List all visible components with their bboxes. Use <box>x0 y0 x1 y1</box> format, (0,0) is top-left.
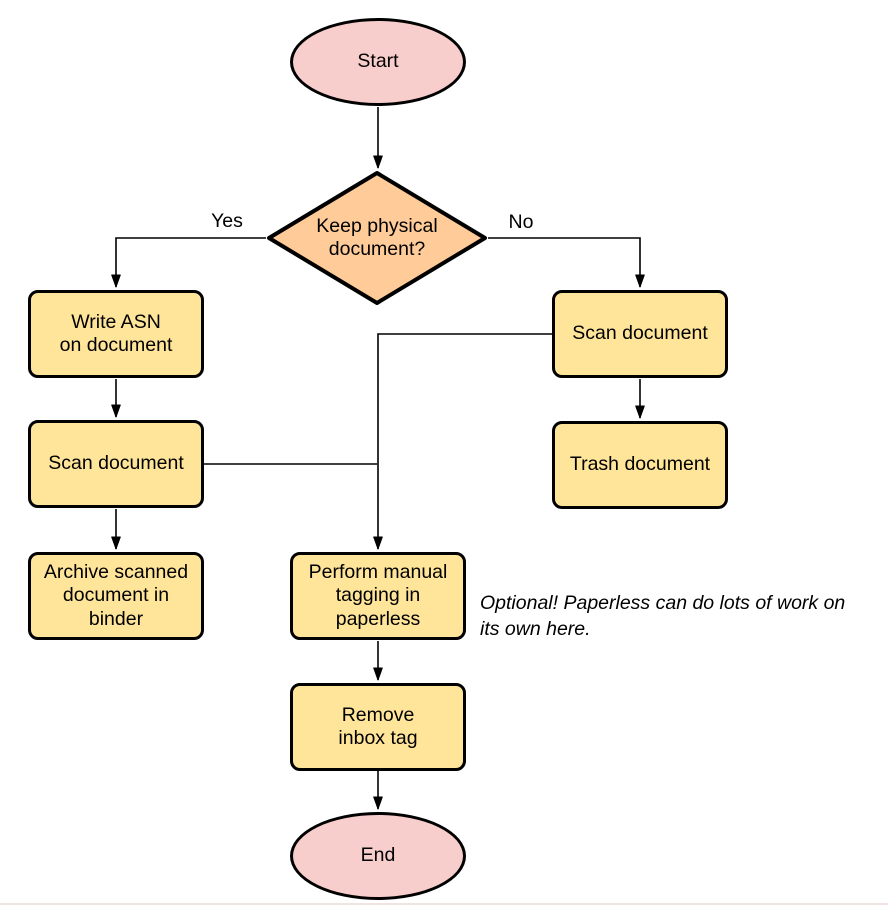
node-label-line: tagging in <box>335 584 421 607</box>
node-label-line: document? <box>328 238 426 260</box>
bottom-divider <box>0 903 888 905</box>
start-node-label: Start <box>357 50 398 74</box>
end-node: End <box>290 812 466 900</box>
node-label-line: Scan document <box>48 452 184 475</box>
process-perform-manual-tagging-label: Perform manual tagging in paperless <box>309 561 448 632</box>
node-label-line: Remove <box>341 703 415 726</box>
process-remove-inbox-tag: Remove inbox tag <box>290 683 466 771</box>
decision-keep-physical-document: Keep physical document? <box>266 170 488 306</box>
process-scan-document-left-label: Scan document <box>48 452 184 476</box>
edge-label-yes: Yes <box>211 210 243 232</box>
edge-scan-right-to-perform-tagging <box>373 333 552 550</box>
process-scan-document-right: Scan document <box>552 290 728 378</box>
edge-decision-no-to-scan-right <box>488 237 645 288</box>
optional-note: Optional! Paperless can do lots of work … <box>480 590 888 642</box>
process-perform-manual-tagging: Perform manual tagging in paperless <box>290 552 466 640</box>
node-label-line: on document <box>59 334 173 356</box>
diamond-polygon <box>267 171 487 305</box>
node-label-line: document in <box>62 584 170 607</box>
process-write-asn-label: Write ASN on document <box>60 311 173 358</box>
edge-decision-yes-to-write-asn <box>111 237 266 288</box>
note-line: Optional! Paperless can do lots of work … <box>480 592 846 614</box>
process-scan-document-left: Scan document <box>28 420 204 508</box>
process-scan-document-right-label: Scan document <box>572 322 708 346</box>
process-archive-in-binder: Archive scanned document in binder <box>28 552 204 640</box>
node-label-line: Start <box>357 50 399 73</box>
edge-label-no: No <box>508 211 534 233</box>
decision-label: Keep physical document? <box>316 215 437 262</box>
process-trash-document-label: Trash document <box>570 453 710 477</box>
process-trash-document: Trash document <box>552 421 728 509</box>
diamond-shape <box>267 171 487 305</box>
node-label-line: Archive scanned <box>43 560 189 583</box>
node-label-line: paperless <box>335 607 421 630</box>
node-label-line: binder <box>88 607 144 630</box>
end-node-label: End <box>361 844 396 868</box>
process-archive-in-binder-label: Archive scanned document in binder <box>44 561 188 632</box>
node-label-line: inbox tag <box>338 727 418 749</box>
node-label-line: End <box>360 844 396 867</box>
node-label-line: Write ASN <box>71 310 161 333</box>
note-line: its own here. <box>480 618 591 640</box>
process-remove-inbox-tag-label: Remove inbox tag <box>338 704 417 751</box>
node-label-line: Scan document <box>572 322 708 345</box>
process-write-asn: Write ASN on document <box>28 290 204 378</box>
node-label-line: Trash document <box>569 453 711 476</box>
node-label-line: Perform manual <box>308 560 448 583</box>
start-node: Start <box>290 18 466 106</box>
node-label-line: Keep physical <box>316 214 438 237</box>
